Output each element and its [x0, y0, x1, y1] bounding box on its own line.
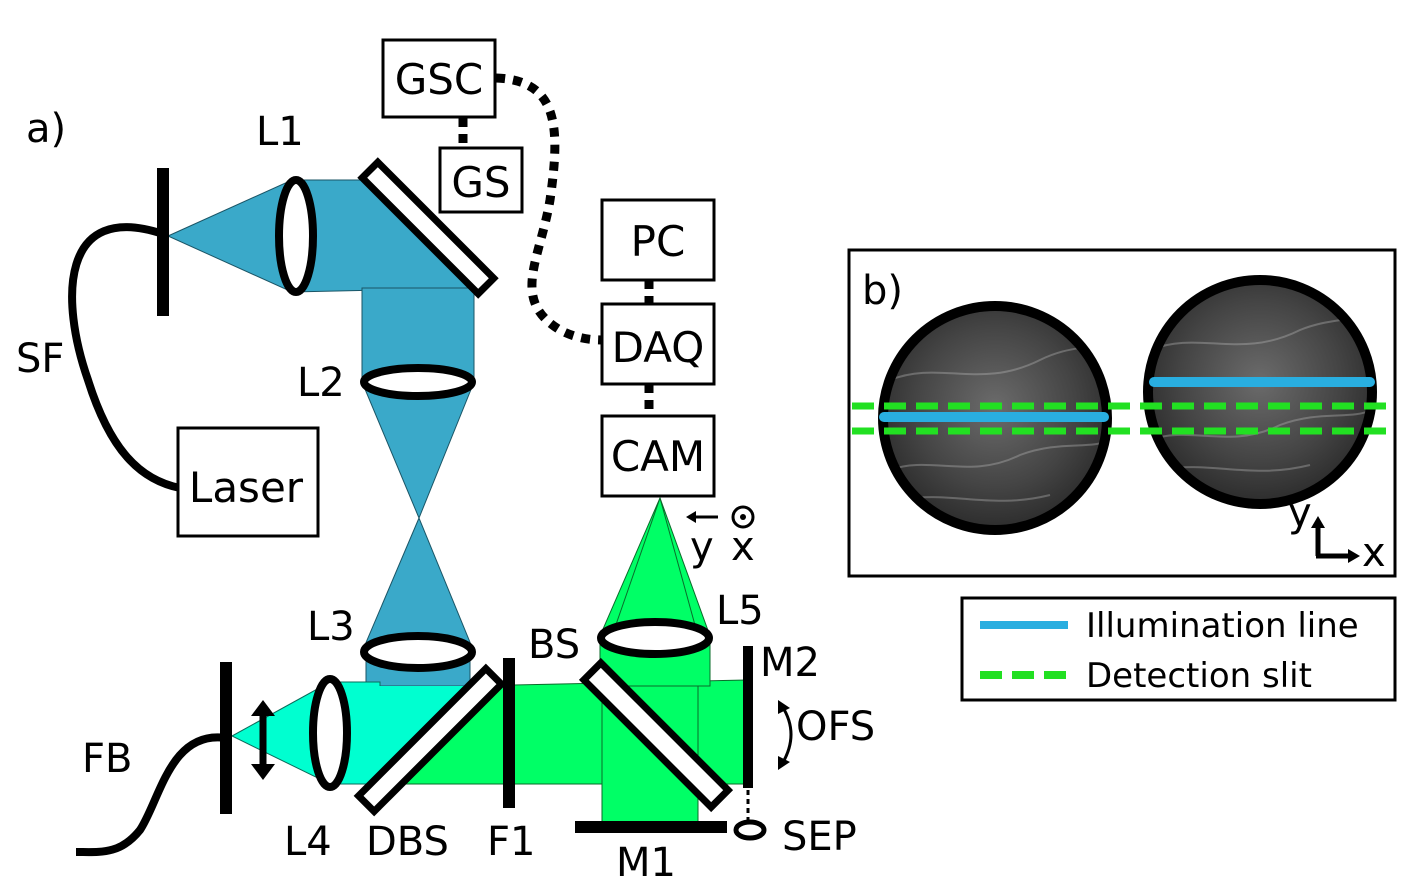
axis-y-label-a: y [690, 524, 714, 570]
legend-frame [960, 596, 1397, 702]
panel-b: b) y x [847, 248, 1397, 578]
blue-beam-diverge [361, 516, 475, 653]
gs-label: GS [451, 158, 510, 207]
cam-label: CAM [611, 432, 705, 481]
pc-box [600, 198, 716, 282]
lens-l3 [360, 632, 476, 672]
label-l4: L4 [284, 819, 332, 865]
laser-box [176, 426, 320, 538]
label-f1: F1 [487, 819, 535, 865]
ofs-rotation-arrow [780, 705, 793, 765]
label-m1: M1 [616, 840, 676, 886]
axis-y-label-b: y [1288, 490, 1312, 536]
label-ofs: OFS [796, 704, 875, 750]
panel-b-label: b) [862, 268, 903, 314]
pc-label: PC [631, 217, 686, 266]
legend-illumination-label: Illumination line [1086, 606, 1359, 646]
blue-beam-focus [361, 381, 475, 520]
legend-detection-label: Detection slit [1086, 656, 1312, 696]
legend: Illumination line Detection slit [960, 596, 1397, 702]
axis-x-label-b: x [1362, 530, 1386, 576]
gsc-label: GSC [395, 55, 484, 104]
lens-l1 [275, 176, 317, 296]
mirror-top [357, 157, 499, 299]
lens-l5 [597, 618, 713, 658]
label-fb: FB [82, 736, 132, 782]
label-m2: M2 [760, 640, 820, 686]
daq-box [600, 302, 716, 386]
image-right [1148, 280, 1372, 504]
axis-x-label-a: x [731, 524, 755, 570]
label-l3: L3 [307, 604, 355, 650]
sep-pivot [733, 819, 767, 841]
x-axis-out-of-page-icon [731, 505, 755, 529]
x-axis-arrow-icon-b [1348, 549, 1360, 563]
label-sep: SEP [782, 814, 857, 860]
panel-a-labels: a) L1 SF L2 L3 FB L4 DBS F1 BS L5 M2 OFS… [16, 106, 875, 886]
lens-l4 [309, 675, 351, 791]
lens-l2 [360, 364, 476, 400]
electronics: GSC GS PC DAQ CAM Laser [176, 38, 716, 538]
y-axis-arrow-icon-b [1311, 516, 1325, 528]
cam-box [600, 414, 716, 498]
dichroic-beam-splitter [353, 663, 507, 817]
label-l1: L1 [256, 109, 304, 155]
label-dbs: DBS [366, 819, 449, 865]
fb-fiber-cable [75, 733, 227, 857]
gsc-box [381, 38, 497, 119]
panel-a-label: a) [26, 106, 66, 152]
label-bs: BS [528, 622, 580, 668]
blue-beam-expanding [166, 179, 293, 293]
optics [68, 157, 793, 857]
label-l2: L2 [297, 360, 345, 406]
gs-box [438, 146, 524, 214]
label-l5: L5 [716, 588, 764, 634]
label-sf: SF [16, 336, 64, 382]
daq-label: DAQ [612, 323, 705, 372]
y-axis-arrow-icon [686, 511, 696, 523]
sf-fiber-cable [68, 223, 181, 492]
cable-gsc-daq [495, 73, 603, 345]
beam-splitter [578, 657, 734, 813]
laser-label: Laser [189, 463, 304, 512]
